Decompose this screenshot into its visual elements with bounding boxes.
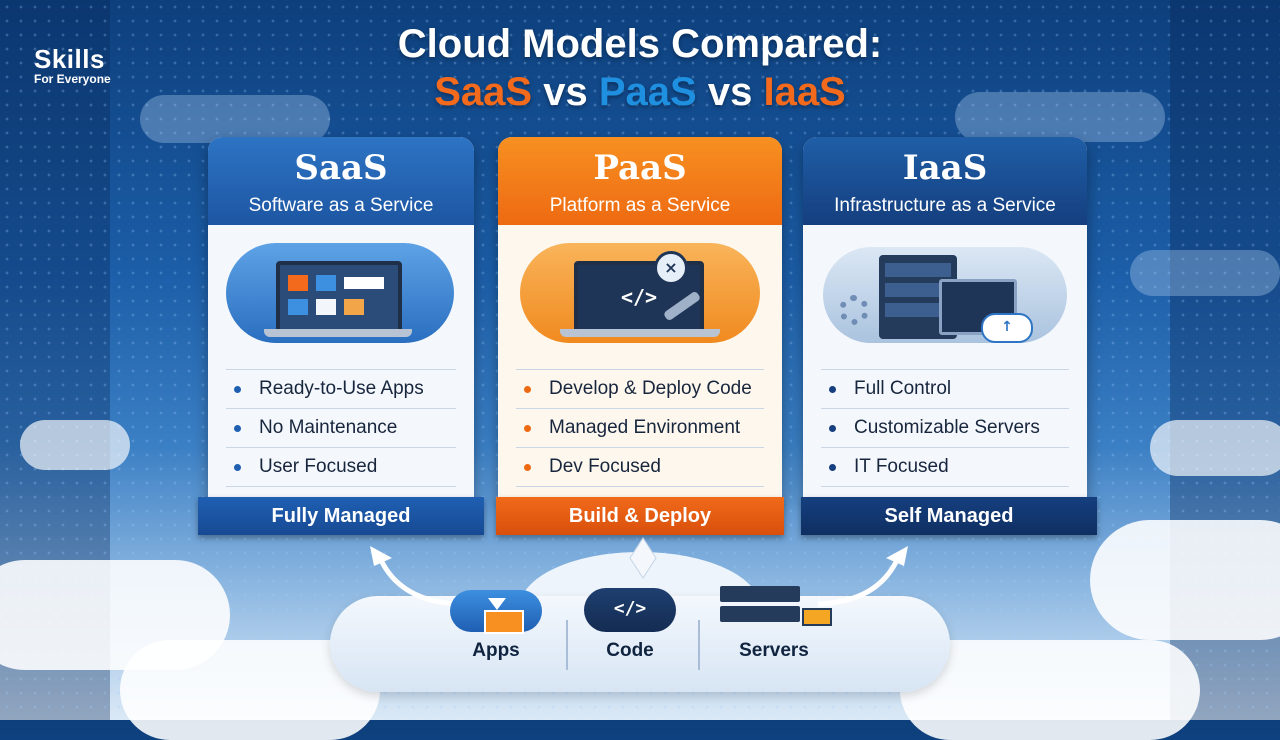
paas-card-title: PaaS: [593, 148, 687, 188]
curved-arrow-right-icon: [817, 546, 908, 607]
feature-text: Dev Focused: [549, 456, 661, 477]
title-line-2: SaaS vs PaaS vs IaaS: [0, 68, 1280, 116]
monitor-icon: [939, 279, 1017, 335]
code-glyph: </>: [620, 285, 658, 309]
close-icon: ×: [654, 251, 688, 285]
apps-label: Apps: [472, 640, 520, 661]
servers-label: Servers: [739, 640, 809, 661]
list-item: Full Control: [821, 369, 1069, 408]
paas-card-header: PaaS Platform as a Service: [498, 137, 782, 225]
laptop-screen-icon: [276, 261, 402, 333]
laptop-base-icon: [560, 329, 720, 337]
iaas-card-header: IaaS Infrastructure as a Service: [803, 137, 1087, 225]
server-icon: [716, 582, 832, 634]
bullet-icon: [829, 463, 836, 471]
bullet-icon: [524, 463, 531, 471]
diamond-arrow-icon: [629, 537, 657, 579]
cloud-upload-icon: ↑: [981, 313, 1033, 343]
iaas-banner: Self Managed: [801, 497, 1097, 535]
background-cloud: [1090, 520, 1280, 640]
servers-item: Servers: [714, 582, 834, 662]
title-vs-2: vs: [707, 70, 753, 114]
saas-card: SaaS Software as a Service Ready-to-Use …: [208, 137, 474, 497]
background-cloud: [955, 92, 1165, 142]
saas-feature-list: Ready-to-Use Apps No Maintenance User Fo…: [226, 369, 456, 487]
page-title: Cloud Models Compared: SaaS vs PaaS vs I…: [0, 20, 1280, 116]
code-item: </> Code: [578, 582, 682, 662]
gear-icon: [839, 295, 869, 325]
list-item: Dev Focused: [516, 447, 764, 487]
saas-card-subtitle: Software as a Service: [248, 195, 434, 216]
feature-text: Customizable Servers: [854, 417, 1040, 438]
logo-tagline: For Everyone: [34, 72, 111, 86]
list-item: IT Focused: [821, 447, 1069, 487]
list-item: Customizable Servers: [821, 408, 1069, 447]
background-cloud: [1130, 250, 1280, 296]
iaas-card-title: IaaS: [902, 148, 988, 188]
saas-card-title: SaaS: [294, 148, 388, 188]
brand-logo[interactable]: Skills For Everyone: [34, 46, 111, 86]
code-label: Code: [606, 640, 654, 661]
feature-text: Ready-to-Use Apps: [259, 378, 424, 399]
title-paas: PaaS: [598, 70, 697, 114]
list-item: User Focused: [226, 447, 456, 487]
bullet-icon: [234, 385, 241, 393]
bullet-icon: [524, 424, 531, 432]
bullet-icon: [829, 385, 836, 393]
apps-item: Apps: [446, 582, 546, 662]
saas-banner: Fully Managed: [198, 497, 484, 535]
background-cloud: [20, 420, 130, 470]
iaas-feature-list: Full Control Customizable Servers IT Foc…: [821, 369, 1069, 487]
background-cloud: [140, 95, 330, 143]
feature-text: Managed Environment: [549, 417, 741, 438]
background-cloud: [1150, 420, 1280, 476]
laptop-base-icon: [264, 329, 412, 337]
feature-text: Full Control: [854, 378, 952, 399]
saas-card-header: SaaS Software as a Service: [208, 137, 474, 225]
title-iaas: IaaS: [763, 70, 846, 114]
divider: [566, 620, 568, 670]
divider: [698, 620, 700, 670]
cloud-download-icon: [448, 582, 544, 634]
paas-banner: Build & Deploy: [496, 497, 784, 535]
iaas-card: IaaS Infrastructure as a Service ↑ Full …: [803, 137, 1087, 497]
feature-text: User Focused: [259, 456, 378, 477]
list-item: No Maintenance: [226, 408, 456, 447]
list-item: Ready-to-Use Apps: [226, 369, 456, 408]
title-vs-1: vs: [543, 70, 588, 114]
laptop-apps-icon: [208, 225, 474, 357]
server-stack-icon: ↑: [803, 225, 1087, 357]
bullet-icon: [829, 424, 836, 432]
title-saas: SaaS: [434, 70, 533, 114]
bullet-icon: [524, 385, 531, 393]
iaas-card-subtitle: Infrastructure as a Service: [834, 195, 1056, 216]
bullet-icon: [234, 463, 241, 471]
cloud-code-icon: </>: [580, 582, 680, 634]
curved-arrow-left-icon: [370, 546, 461, 607]
feature-text: No Maintenance: [259, 417, 398, 438]
laptop-code-icon: </> ×: [498, 225, 782, 357]
code-glyph: </>: [613, 598, 647, 619]
logo-wordmark: Skills: [34, 44, 105, 74]
feature-text: IT Focused: [854, 456, 949, 477]
feature-text: Develop & Deploy Code: [549, 378, 752, 399]
paas-feature-list: Develop & Deploy Code Managed Environmen…: [516, 369, 764, 487]
list-item: Develop & Deploy Code: [516, 369, 764, 408]
title-line-1: Cloud Models Compared:: [397, 22, 883, 66]
bullet-icon: [234, 424, 241, 432]
paas-card-subtitle: Platform as a Service: [549, 195, 731, 216]
paas-card: PaaS Platform as a Service </> × Develop…: [498, 137, 782, 497]
list-item: Managed Environment: [516, 408, 764, 447]
